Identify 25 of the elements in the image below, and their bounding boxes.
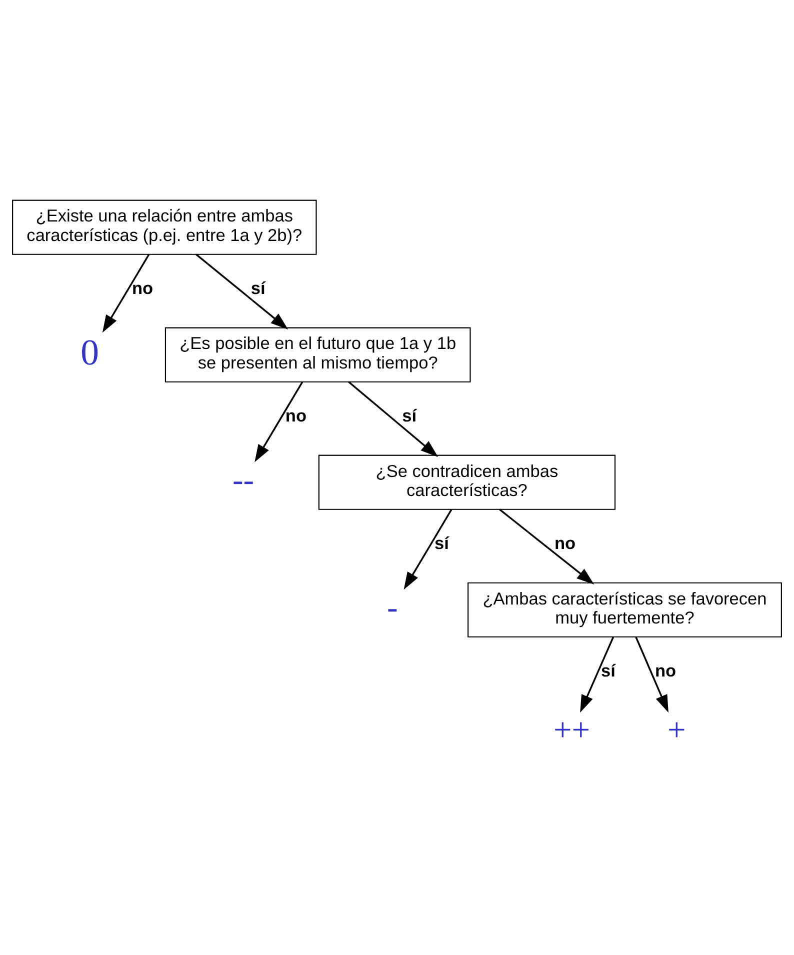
edge-label: no — [654, 660, 676, 681]
arrow — [102, 254, 150, 333]
arrow — [348, 381, 438, 458]
arrow — [254, 381, 304, 462]
node-text: - — [387, 590, 398, 626]
edge-label: sí — [434, 533, 449, 554]
edge-label: sí — [250, 278, 266, 298]
edge-label: no — [132, 278, 154, 298]
arrow — [580, 636, 614, 713]
node-text: -- — [232, 462, 254, 498]
node-text: + — [667, 712, 686, 749]
edge-label: no — [554, 533, 576, 554]
node-box: ¿Es posible en el futuro que 1a y 1b se presenten al mismo tiempo? — [164, 327, 471, 382]
edge-label: sí — [600, 660, 616, 681]
arrow — [404, 508, 452, 590]
node-box: ¿Ambas características se favorecen muy fuertemente? — [468, 582, 782, 638]
node-box: ¿Existe una relación entre ambas características (p.ej. entre 1a y 2b)? — [12, 200, 317, 255]
edge-label: no — [285, 406, 307, 426]
node-text: 0 — [80, 331, 100, 372]
node-text: ++ — [554, 712, 590, 749]
arrow — [635, 636, 668, 713]
arrow — [499, 508, 594, 584]
arrow — [196, 254, 288, 330]
node-box: ¿Se contradicen ambas características? — [318, 454, 616, 510]
edge-label: sí — [402, 406, 417, 426]
